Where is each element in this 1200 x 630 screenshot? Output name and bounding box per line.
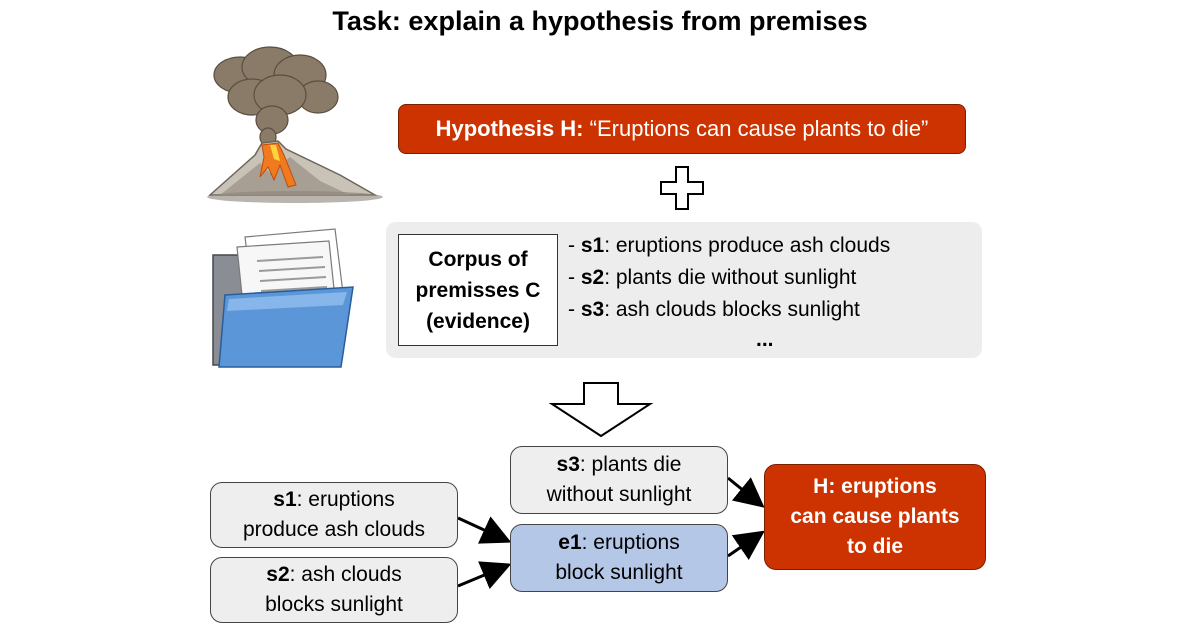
arrow-s2-e1 [457, 561, 512, 590]
arrow-s3-h [727, 476, 765, 508]
hypothesis-box: Hypothesis H: “Eruptions can cause plant… [398, 104, 966, 154]
corpus-premise-item: - s1: eruptions produce ash clouds [568, 230, 978, 262]
node-line: produce ash clouds [242, 518, 426, 541]
arrow-s1-e1 [457, 516, 512, 544]
node-line: block sunlight [555, 561, 683, 584]
corpus-label-line: premisses C [415, 278, 541, 302]
node-line: to die [847, 535, 903, 558]
corpus-premise-item: - s3: ash clouds blocks sunlight [568, 294, 978, 326]
bullet-dash: - [568, 298, 581, 321]
node-line: without sunlight [546, 483, 692, 506]
premise-id: s3 [580, 298, 605, 321]
premise-id: s2 [580, 266, 605, 289]
corpus-premise-list: - s1: eruptions produce ash clouds - s2:… [568, 230, 978, 354]
node-line: s2: ash clouds [266, 560, 401, 590]
node-id: s2 [266, 563, 290, 586]
arrow-e1-h [727, 530, 765, 560]
down-arrow-icon [548, 382, 654, 438]
node-text: : eruptions [581, 531, 680, 554]
page-title: Task: explain a hypothesis from premises [332, 6, 868, 36]
corpus-label-line: Corpus of [428, 247, 528, 271]
tree-node-hypothesis: H: eruptions can cause plants to die [764, 464, 986, 570]
corpus-label: Corpus of premisses C (evidence) [398, 234, 558, 346]
corpus-ellipsis: ... [756, 328, 774, 351]
hypothesis-text: “Eruptions can cause plants to die” [589, 116, 929, 141]
premise-text: : eruptions produce ash clouds [604, 234, 891, 257]
premise-text: : plants die without sunlight [604, 266, 857, 289]
tree-node-s1: s1: eruptions produce ash clouds [210, 482, 458, 548]
tree-node-e1: e1: eruptions block sunlight [510, 524, 728, 592]
volcano-icon [207, 46, 383, 203]
premise-id: s1 [580, 234, 605, 257]
node-line: blocks sunlight [265, 593, 403, 616]
tree-node-s2: s2: ash clouds blocks sunlight [210, 557, 458, 623]
bullet-dash: - [568, 266, 581, 289]
corpus-premise-item: - s2: plants die without sunlight [568, 262, 978, 294]
node-text: : ash clouds [289, 563, 402, 586]
node-line: e1: eruptions [558, 528, 679, 558]
hypothesis-label: Hypothesis H: [435, 116, 584, 141]
tree-node-s3: s3: plants die without sunlight [510, 446, 728, 514]
node-line: can cause plants [790, 505, 960, 528]
node-line: s1: eruptions [273, 485, 394, 515]
node-id: s3 [556, 453, 580, 476]
plus-icon [660, 166, 704, 210]
node-line: H: eruptions [813, 475, 937, 498]
node-text: : plants die [579, 453, 682, 476]
premise-text: : ash clouds blocks sunlight [604, 298, 860, 321]
node-id: s1 [273, 488, 297, 511]
hypothesis-line: Hypothesis H: “Eruptions can cause plant… [436, 114, 929, 144]
node-id: e1 [558, 531, 582, 554]
node-text: : eruptions [296, 488, 395, 511]
bullet-dash: - [568, 234, 581, 257]
folder-documents-icon [212, 228, 354, 368]
corpus-label-line: (evidence) [426, 309, 530, 333]
node-line: s3: plants die [557, 450, 682, 480]
